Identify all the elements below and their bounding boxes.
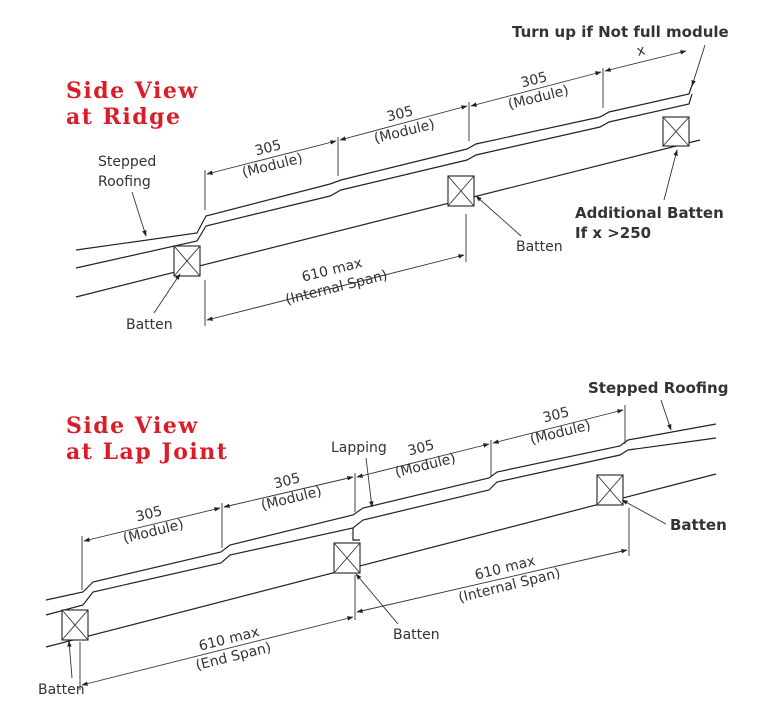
lap-batten-label-left: Batten [38,682,85,698]
ridge-additional-batten-leader [663,149,678,201]
lap-lapping-leader [365,457,374,508]
lap-title-line2: at Lap Joint [66,439,228,465]
svg-text:305: 305 [385,103,415,125]
lap-module-label-1: 305 (Module) [122,503,186,547]
ridge-batten-middle [447,175,475,207]
lap-module-dim-1 [83,507,221,542]
lap-roof-sheet-bottom [45,437,717,616]
lap-internal-span-dim [356,549,628,613]
svg-text:305: 305 [253,137,283,159]
ridge-x-dim [604,50,687,72]
ridge-internal-span-label: 610 max (Internal Span) [284,255,389,308]
ridge-batten-label-left: Batten [126,317,173,333]
ridge-stepped-roofing-line2: Roofing [98,174,151,190]
ridge-x-label: x [635,42,647,60]
ridge-additional-batten-line2: If x >250 [575,224,651,242]
ridge-roof-sheet-top [75,84,693,251]
lap-stepped-roofing-label: Stepped Roofing [588,379,728,397]
lap-joint-diagram: Side View at Lap Joint [38,379,728,698]
lap-batten-leader-left [67,640,73,679]
lap-end-span-label: 610 max (End Span) [194,624,273,674]
lap-title-line1: Side View [66,413,199,439]
ridge-batten-additional [662,116,690,147]
lap-module-label-3: 305 (Module) [394,437,458,481]
ridge-stepped-roofing-line1: Stepped [98,154,156,170]
svg-text:305: 305 [406,437,436,459]
ridge-additional-batten-line1: Additional Batten [575,204,724,222]
lap-module-dim-2 [223,476,354,508]
lap-batten-left [61,609,89,641]
ridge-batten-left [173,245,201,277]
lap-batten-leader-middle [355,573,399,625]
lap-batten-label-right: Batten [670,516,727,534]
ridge-diagram: Side View at Ridge [66,23,729,333]
ridge-turn-up-leader [691,44,706,87]
svg-text:305: 305 [519,69,549,91]
ridge-batten-leader-middle [475,195,522,237]
ridge-module-label-1: 305 (Module) [241,137,305,181]
lap-module-label-2: 305 (Module) [260,470,324,514]
ridge-turn-up-note: Turn up if Not full module [512,23,729,41]
lap-overlap-edge [352,528,360,541]
ridge-title-line2: at Ridge [66,104,181,130]
ridge-roof-sheet-bottom [75,93,693,269]
lap-lapping-label: Lapping [331,440,387,456]
ridge-batten-label-middle: Batten [516,239,563,255]
lap-module-dim-4 [492,409,624,444]
lap-module-label-4: 305 (Module) [529,404,593,448]
lap-module-dim-3 [356,443,490,478]
lap-batten-leader-right [621,499,667,525]
lap-end-span-dim [81,616,354,686]
ridge-module-dim-1 [206,140,337,175]
lap-batten-label-middle: Batten [393,627,440,643]
ridge-stepped-roofing-leader [131,191,147,237]
lap-batten-right [596,474,624,506]
ridge-batten-leader-left [153,273,181,314]
ridge-internal-span-dim [206,254,465,321]
svg-text:305: 305 [272,470,302,492]
lap-roof-sheet-top [45,423,717,601]
lap-batten-middle [333,542,361,574]
ridge-module-dim-3 [470,71,602,107]
ridge-module-dim-2 [339,105,468,141]
lap-stepped-roofing-leader [660,399,672,431]
ridge-title-line1: Side View [66,78,199,104]
svg-text:305: 305 [134,503,164,525]
svg-text:305: 305 [541,404,571,426]
